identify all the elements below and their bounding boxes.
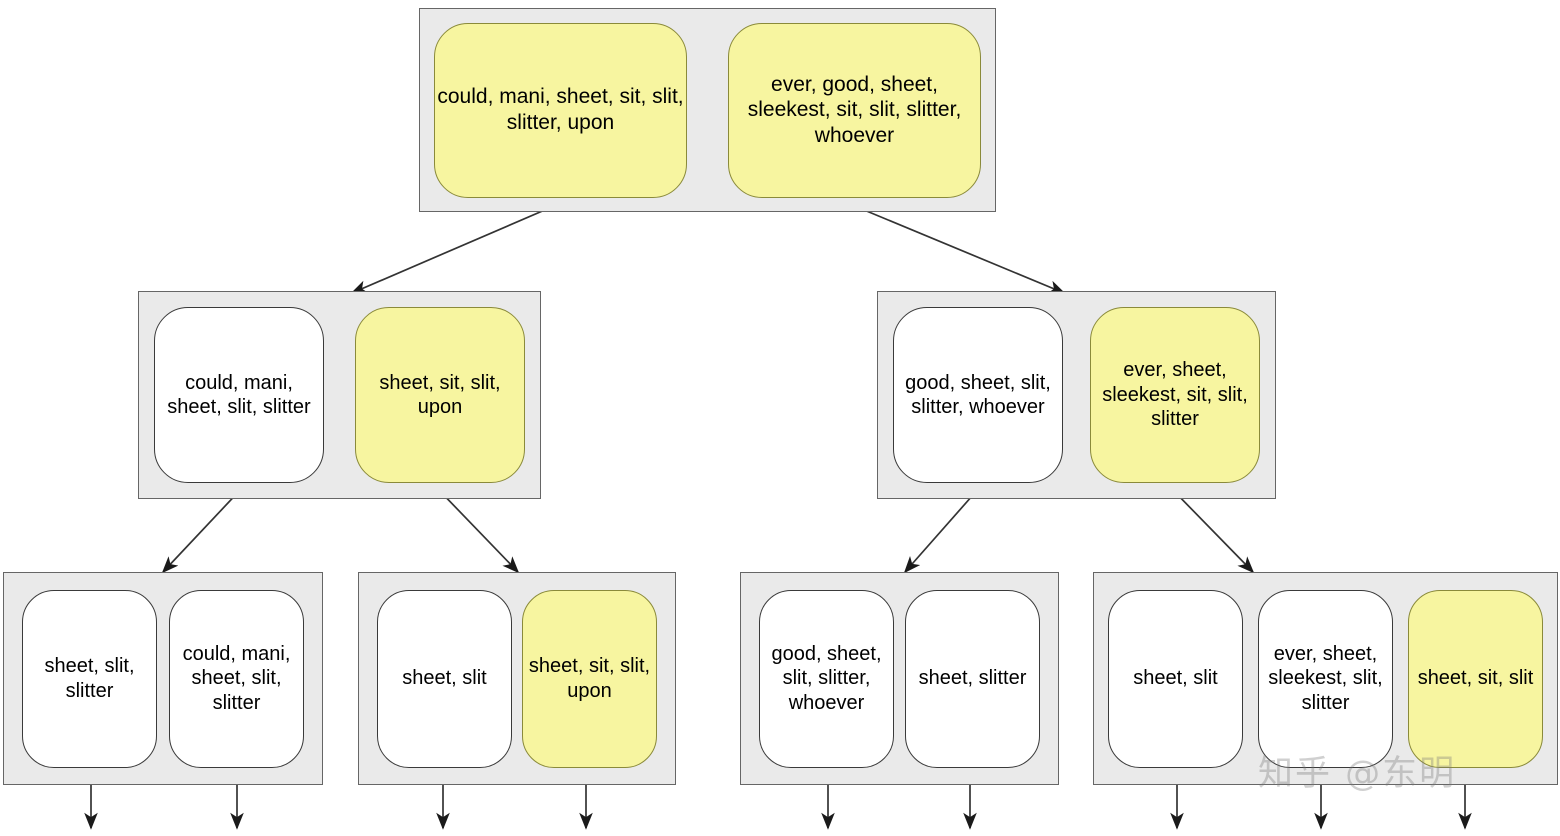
- tree-node-l2-left-1[interactable]: could, mani, sheet, slit, slitter: [154, 307, 324, 483]
- tree-node-label: sheet, slit, slitter: [44, 655, 135, 702]
- tree-node-l2-right-1[interactable]: good, sheet, slit, slitter, whoever: [893, 307, 1063, 483]
- tree-node-leaf-1-2[interactable]: could, mani, sheet, slit, slitter: [169, 589, 304, 768]
- tree-group-level2-left[interactable]: could, mani, sheet, slit, slitter sheet,…: [138, 291, 541, 499]
- tree-edge: [161, 486, 244, 574]
- tree-group-leaf-2[interactable]: sheet, slit sheet, sit, slit, upon: [358, 572, 676, 785]
- tree-node-leaf-3-2[interactable]: sheet, slitter: [905, 589, 1040, 768]
- tree-node-label: sheet, sit, slit, upon: [528, 655, 651, 702]
- tree-node-leaf-4-3[interactable]: sheet, sit, slit: [1408, 589, 1543, 768]
- tree-node-label: good, sheet, slit, slitter, whoever: [905, 371, 1051, 418]
- tree-node-label: could, mani, sheet, sit, slit, slitter, …: [437, 85, 684, 134]
- tree-node-label: could, mani, sheet, slit, slitter: [182, 642, 291, 714]
- tree-node-label: sheet, slit: [1133, 667, 1218, 690]
- tree-node-label: sheet, slitter: [918, 667, 1027, 690]
- tree-node-leaf-4-1[interactable]: sheet, slit: [1108, 589, 1243, 768]
- tree-edge: [839, 199, 1066, 294]
- tree-node-label: good, sheet, slit, slitter, whoever: [771, 642, 882, 714]
- tree-node-label: ever, good, sheet, sleekest, sit, slit, …: [747, 72, 962, 147]
- tree-group-leaf-1[interactable]: sheet, slit, slitter could, mani, sheet,…: [3, 572, 323, 785]
- tree-node-l2-right-2[interactable]: ever, sheet, sleekest, sit, slit, slitte…: [1090, 307, 1260, 483]
- tree-node-label: ever, sheet, sleekest, slit, slitter: [1268, 642, 1383, 714]
- tree-node-root-1[interactable]: could, mani, sheet, sit, slit, slitter, …: [434, 22, 687, 198]
- tree-node-leaf-1-1[interactable]: sheet, slit, slitter: [22, 589, 157, 768]
- tree-group-root[interactable]: could, mani, sheet, sit, slit, slitter, …: [419, 8, 996, 212]
- tree-group-leaf-4[interactable]: sheet, slit ever, sheet, sleekest, slit,…: [1093, 572, 1558, 785]
- tree-node-leaf-4-2[interactable]: ever, sheet, sleekest, slit, slitter: [1258, 589, 1393, 768]
- tree-node-leaf-2-1[interactable]: sheet, slit: [377, 589, 512, 768]
- tree-node-label: sheet, slit: [402, 667, 487, 690]
- tree-node-root-2[interactable]: ever, good, sheet, sleekest, sit, slit, …: [728, 22, 981, 198]
- tree-node-leaf-3-1[interactable]: good, sheet, slit, slitter, whoever: [759, 589, 894, 768]
- tree-edge: [350, 199, 569, 294]
- tree-edge: [435, 486, 520, 574]
- tree-edge: [903, 486, 981, 574]
- tree-node-l2-left-2[interactable]: sheet, sit, slit, upon: [355, 307, 525, 483]
- tree-edge: [1169, 486, 1255, 574]
- tree-node-leaf-2-2[interactable]: sheet, sit, slit, upon: [522, 589, 657, 768]
- tree-node-label: ever, sheet, sleekest, sit, slit, slitte…: [1102, 359, 1248, 431]
- tree-node-label: could, mani, sheet, slit, slitter: [167, 371, 311, 418]
- tree-node-label: sheet, sit, slit: [1417, 667, 1534, 690]
- tree-group-leaf-3[interactable]: good, sheet, slit, slitter, whoever shee…: [740, 572, 1059, 785]
- tree-group-level2-right[interactable]: good, sheet, slit, slitter, whoever ever…: [877, 291, 1276, 499]
- tree-node-label: sheet, sit, slit, upon: [379, 371, 501, 418]
